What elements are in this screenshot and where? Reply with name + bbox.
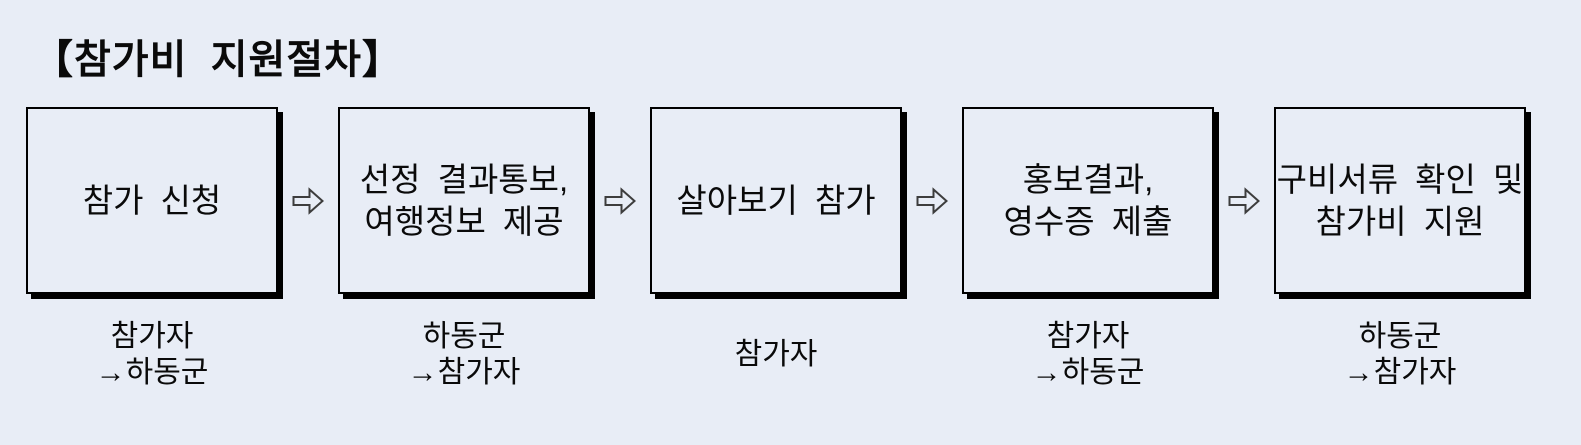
step-actor-label: 참가자 →하동군 bbox=[1031, 320, 1145, 389]
diagram-title: 【참가비 지원절차】 bbox=[33, 38, 403, 82]
flow-step-4: 홍보결과, 영수증 제출 참가자 →하동군 bbox=[962, 107, 1214, 392]
step-box-pay-support: 구비서류 확인 및 참가비 지원 bbox=[1274, 107, 1526, 294]
right-arrow-icon bbox=[604, 186, 636, 215]
step-actor-label: 참가자 →하동군 bbox=[95, 320, 209, 389]
step-box-apply: 참가 신청 bbox=[26, 107, 278, 294]
process-flow-row: 참가 신청 참가자 →하동군 선정 결과통보, 여행정보 제공 하동군 →참가자… bbox=[26, 107, 1526, 392]
step-box-participate: 살아보기 참가 bbox=[650, 107, 902, 294]
flow-step-5: 구비서류 확인 및 참가비 지원 하동군 →참가자 bbox=[1274, 107, 1526, 392]
flow-step-3: 살아보기 참가 참가자 bbox=[650, 107, 902, 392]
flow-arrow-2 bbox=[590, 107, 650, 294]
flow-step-1: 참가 신청 참가자 →하동군 bbox=[26, 107, 278, 392]
flow-arrow-3 bbox=[902, 107, 962, 294]
flow-arrow-4 bbox=[1214, 107, 1274, 294]
step-box-submit: 홍보결과, 영수증 제출 bbox=[962, 107, 1214, 294]
right-arrow-icon bbox=[292, 186, 324, 215]
right-arrow-icon bbox=[1228, 186, 1260, 215]
step-actor-label: 참가자 bbox=[734, 338, 818, 371]
flow-arrow-1 bbox=[278, 107, 338, 294]
right-arrow-icon bbox=[916, 186, 948, 215]
flow-step-2: 선정 결과통보, 여행정보 제공 하동군 →참가자 bbox=[338, 107, 590, 392]
step-box-notify: 선정 결과통보, 여행정보 제공 bbox=[338, 107, 590, 294]
step-actor-label: 하동군 →참가자 bbox=[407, 320, 521, 389]
step-actor-label: 하동군 →참가자 bbox=[1343, 320, 1457, 389]
